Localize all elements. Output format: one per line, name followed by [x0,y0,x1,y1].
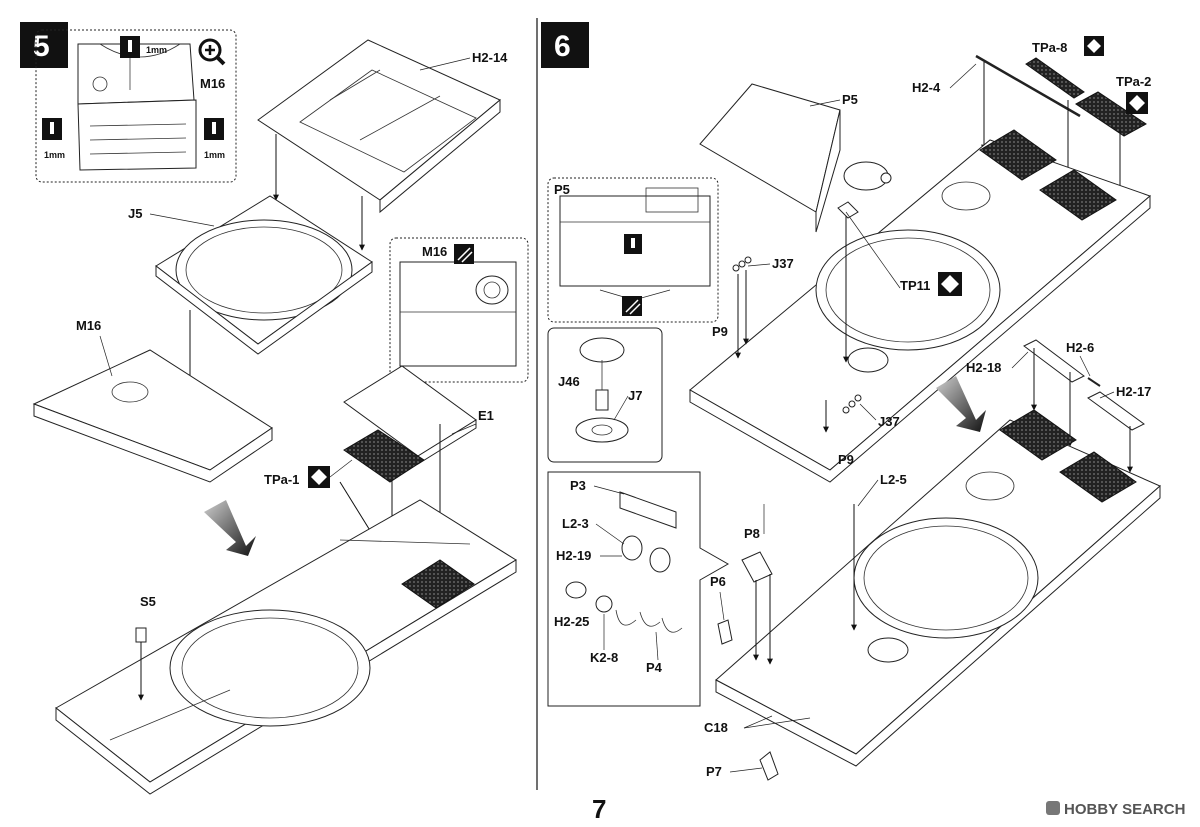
part-tpa-2: TPa-2 [1075,74,1151,137]
part-h2-14: H2-14 [257,39,508,251]
label-h2-6: H2-6 [1066,340,1094,355]
label-j37-top: J37 [772,256,794,271]
label-l2-5: L2-5 [880,472,907,487]
drill-marker-left: 1mm [42,118,65,160]
label-p9-top: P9 [712,324,728,339]
label-p6: P6 [710,574,726,589]
inset-m16-cutoff: M16 [389,237,529,383]
label-l2-3: L2-3 [562,516,589,531]
watermark-logo-icon [1046,801,1060,815]
drill-icon [624,234,642,254]
label-c18: C18 [704,720,728,735]
part-p6: P6 [710,574,733,645]
label-m16: M16 [76,318,101,333]
inset-right-label: M16 [422,244,447,259]
inset-p5-label: P5 [554,182,570,197]
part-h2-18: H2-18 [966,339,1085,383]
part-p5: P5 [699,83,858,233]
photo-etch-diamond-icon [938,272,962,296]
photo-etch-diamond-icon [1084,36,1104,56]
assembly-arrow-5 [204,500,256,556]
drill-marker-top: 1mm [120,36,167,90]
inset-m16-drilling: 1mm 1mm 1mm M16 [35,29,237,183]
label-h2-17: H2-17 [1116,384,1151,399]
assembly-6b [715,409,1161,767]
watermark-text: HOBBY SEARCH [1064,801,1185,818]
part-h2-4 [975,54,1081,118]
cut-off-icon [454,244,474,264]
label-h2-18: H2-18 [966,360,1001,375]
part-j37-top [732,256,752,272]
page-number: 7 [592,794,606,824]
cut-off-icon [622,296,642,316]
label-j46: J46 [558,374,580,389]
label-s5: S5 [140,594,156,609]
part-j37-bottom [842,394,862,414]
label-j5: J5 [128,206,142,221]
label-p9-bottom: P9 [838,452,854,467]
label-p3: P3 [570,478,586,493]
part-tpa-8: TPa-8 [1025,36,1104,99]
label-p7: P7 [706,764,722,779]
inset-p-parts: P3 L2-3 H2-19 H2-25 K2-8 P4 [547,471,730,707]
drill-marker-right: 1mm [204,118,225,160]
label-j37-bottom: J37 [878,414,900,429]
part-j5: J5 [128,195,373,409]
step-5-number: 5 [33,30,50,63]
part-m16: M16 [32,318,273,483]
label-h2-19: H2-19 [556,548,591,563]
label-tpa-1: TPa-1 [264,472,299,487]
step-5: 5 1mm 1mm [20,22,529,795]
step-6-badge [541,22,589,68]
label-p4: P4 [646,660,663,675]
part-p7: P7 [706,751,779,781]
part-hatch [843,161,892,191]
label-h2-4: H2-4 [912,80,941,95]
assembly-6a [689,129,1151,483]
part-h2-17: H2-17 [1087,384,1151,431]
magnify-plus-icon [198,38,226,66]
label-h2-14: H2-14 [472,50,508,65]
inset-j46-j7: J46 J7 [547,327,663,463]
part-e1: E1 [343,365,494,561]
step-6-number: 6 [554,30,571,63]
label-p8: P8 [744,526,760,541]
photo-etch-diamond-icon [308,466,330,488]
label-h2-25: H2-25 [554,614,589,629]
label-tpa-2: TPa-2 [1116,74,1151,89]
label-p5: P5 [842,92,858,107]
inset-p5-drilling: P5 [547,177,719,323]
label-j7: J7 [628,388,642,403]
watermark: HOBBY SEARCH [1046,801,1185,818]
label-tp11: TP11 [900,278,930,293]
part-p8: P8 [741,504,773,665]
label-e1: E1 [478,408,494,423]
label-k2-8: K2-8 [590,650,618,665]
photo-etch-diamond-icon [1126,92,1148,114]
assembly-arrow-6 [936,376,986,432]
label-tpa-8: TPa-8 [1032,40,1067,55]
drill-size-right: 1mm [204,150,225,160]
drill-size-left: 1mm [44,150,65,160]
drill-size-top: 1mm [146,45,167,55]
inset-top-label: M16 [200,76,225,91]
step-6: 6 H2-4 TPa-8 TPa-2 [541,22,1161,781]
part-h2-6: H2-6 [1066,340,1101,387]
assembly-5: S5 [55,499,517,795]
